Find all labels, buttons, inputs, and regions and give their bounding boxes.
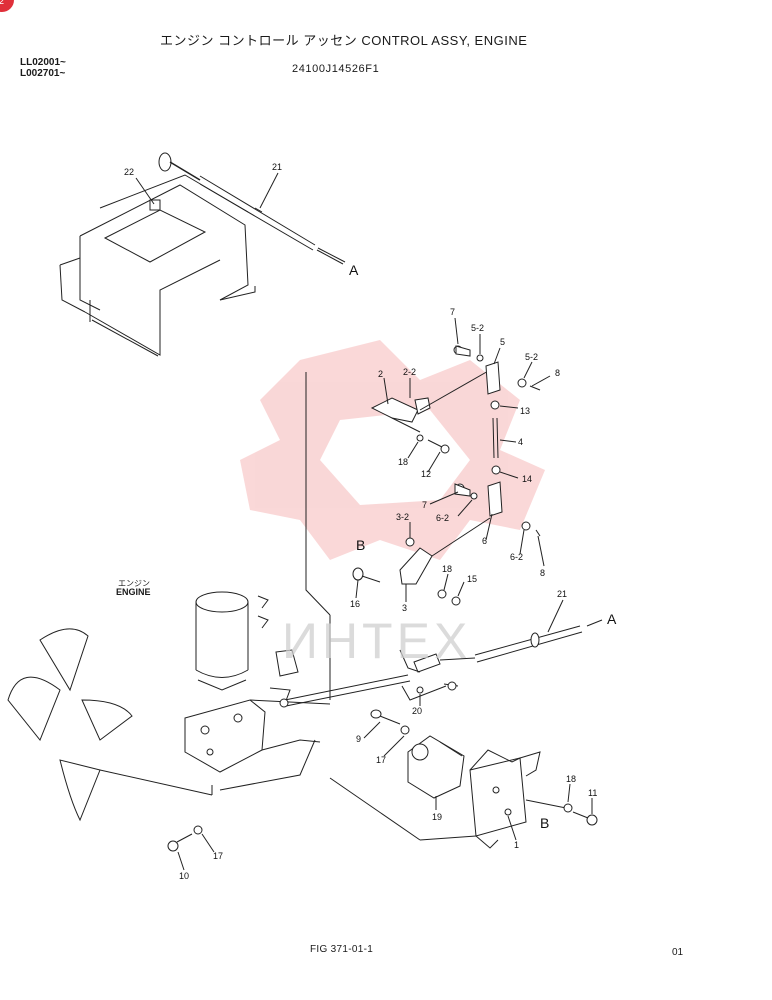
watermark-shape — [240, 340, 545, 560]
callout-17-b: 17 — [213, 851, 223, 861]
callout-7-a: 7 — [450, 307, 455, 317]
page-number: 01 — [672, 947, 684, 958]
callout-8-a: 8 — [555, 368, 560, 378]
callout-11: 11 — [588, 788, 597, 798]
watermark-text: ИНТЕХ — [282, 613, 472, 669]
callout-1: 1 — [514, 840, 519, 850]
callout-21-bottom: 21 — [557, 589, 567, 599]
actuator-19 — [407, 735, 465, 799]
callout-5-2-b: 5-2 — [525, 352, 538, 362]
plate-outline — [305, 372, 331, 616]
callout-19: 19 — [432, 812, 442, 822]
callout-3: 3 — [402, 603, 407, 613]
ref-A-bottom: A — [607, 611, 617, 627]
fuel-filter — [195, 591, 249, 691]
callout-14: 14 — [522, 474, 532, 484]
engine-mount-plate — [184, 699, 331, 773]
callout-6: 6 — [482, 536, 487, 546]
callout-2-2: 2-2 — [403, 367, 416, 377]
callout-22: 22 — [124, 167, 134, 177]
callout-20: 20 — [412, 706, 422, 716]
callout-2: 2 — [378, 369, 383, 379]
linkage-rod-20 — [279, 674, 459, 708]
bolt-12 — [416, 434, 450, 454]
ref-A-top: A — [349, 262, 359, 278]
callout-18-c: 18 — [566, 774, 576, 784]
watermark-logo-icon — [240, 340, 545, 560]
corner-badge-text: 2 — [0, 0, 5, 6]
callout-9: 9 — [356, 734, 361, 744]
leader-lines — [135, 172, 593, 871]
engine-label-japanese: エンジン — [118, 579, 150, 588]
joint-5 — [453, 345, 541, 395]
throttle-cable-upper — [158, 152, 346, 263]
serial-range-1: LL02001~ — [20, 57, 66, 68]
cooling-fan — [7, 628, 316, 822]
watermark-inner — [320, 410, 470, 505]
callout-18-a: 18 — [398, 457, 408, 467]
callout-7-b: 7 — [422, 500, 427, 510]
ref-B-bottom: B — [540, 815, 549, 831]
serial-range-2: L002701~ — [20, 68, 66, 79]
page-title: エンジン コントロール アッセン CONTROL ASSY, ENGINE — [160, 33, 528, 48]
callout-21-top: 21 — [272, 162, 282, 172]
callout-labels: 22 21 A 7 5-2 5 5-2 8 2 2-2 13 4 14 18 1… — [124, 162, 617, 881]
engine-label-english: ENGINE — [116, 587, 151, 597]
callout-18-b: 18 — [442, 564, 452, 574]
callout-3-2: 3-2 — [396, 512, 409, 522]
lever-bracket-lower — [352, 517, 491, 606]
rod-4 — [490, 400, 501, 475]
joint-6 — [454, 481, 541, 537]
callout-6-2-b: 6-2 — [510, 552, 523, 562]
callout-6-2-a: 6-2 — [436, 513, 449, 523]
callout-10: 10 — [179, 871, 189, 881]
callout-5-2-a: 5-2 — [471, 323, 484, 333]
ref-B-mid: B — [356, 537, 365, 553]
throttle-cable-lower — [399, 619, 603, 701]
support-bracket-1 — [329, 749, 567, 849]
callout-8-b: 8 — [540, 568, 545, 578]
control-box-assembly — [59, 174, 256, 357]
figure-number: FIG 371-01-1 — [310, 944, 374, 955]
bolts-lower — [167, 709, 598, 852]
callout-17-a: 17 — [376, 755, 386, 765]
part-number: 24100J14526F1 — [292, 63, 380, 75]
callout-5: 5 — [500, 337, 505, 347]
callout-16: 16 — [350, 599, 360, 609]
callout-12: 12 — [421, 469, 431, 479]
callout-4: 4 — [518, 437, 523, 447]
callout-13: 13 — [520, 406, 530, 416]
callout-15: 15 — [467, 574, 477, 584]
lever-bracket-upper — [370, 369, 491, 433]
